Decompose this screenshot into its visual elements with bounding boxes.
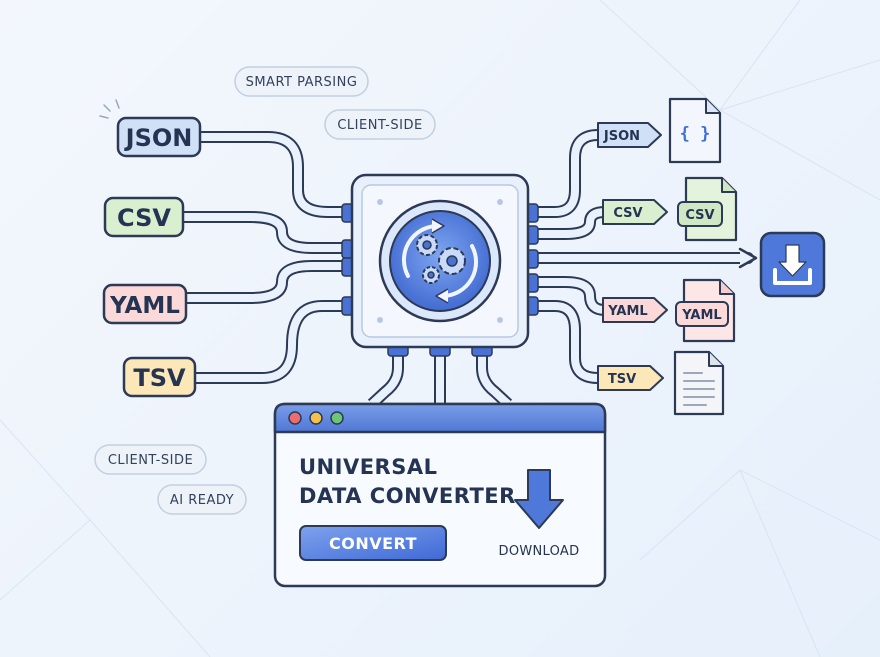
output-csv-label: CSV [613,206,642,221]
window-minimize-dot[interactable] [309,411,323,425]
csv-file-glyph: CSV [685,208,714,223]
output-tsv: TSV [597,365,664,391]
input-json: JSON [116,116,202,158]
badge-smart-parsing: SMART PARSING [234,66,369,97]
download-label[interactable]: DOWNLOAD [499,544,580,559]
input-yaml-label: YAML [109,293,180,319]
input-tsv: TSV [122,356,197,398]
gears-refresh-icon [416,234,466,284]
sparkle-icon [99,99,120,119]
badge-client-side-top: CLIENT-SIDE [324,109,436,140]
output-json: JSON [597,122,662,148]
tsv-file-icon [673,350,725,416]
input-csv: CSV [103,196,185,238]
output-pipes [524,129,758,384]
csv-file-icon: CSV [677,176,738,242]
input-csv-label: CSV [117,204,171,232]
json-file-glyph: { } [680,124,711,144]
window-pipes [367,350,513,409]
window-title-line2: DATA CONVERTER [299,484,516,508]
converter-hub [341,173,539,357]
badge-ai-ready-label: AI READY [170,493,234,508]
input-json-label: JSON [124,124,193,152]
input-yaml: YAML [102,283,188,325]
download-icon[interactable] [759,231,826,298]
badge-client-side-bottom: CLIENT-SIDE [94,444,207,475]
window-close-dot[interactable] [288,411,302,425]
badge-ai-ready: AI READY [157,484,247,515]
convert-button[interactable]: CONVERT [299,525,447,561]
window-title-line1: UNIVERSAL [299,455,437,479]
output-yaml-label: YAML [607,304,647,319]
yaml-file-icon: YAML [675,278,736,343]
json-file-icon: { } [668,97,722,164]
converter-window: UNIVERSAL DATA CONVERTER CONVERT DOWNLOA… [273,402,607,588]
output-tsv-label: TSV [608,372,636,387]
window-maximize-dot[interactable] [330,411,344,425]
output-json-label: JSON [603,129,640,144]
input-tsv-label: TSV [133,364,186,392]
convert-button-label: CONVERT [329,534,417,553]
badge-smart-parsing-label: SMART PARSING [246,75,358,90]
input-pipes [177,131,358,384]
output-csv: CSV [602,199,668,225]
output-yaml: YAML [602,297,668,323]
download-arrow-icon[interactable] [514,469,564,529]
badge-client-side-bottom-label: CLIENT-SIDE [108,453,193,468]
yaml-file-glyph: YAML [681,308,721,323]
badge-client-side-top-label: CLIENT-SIDE [337,118,422,133]
